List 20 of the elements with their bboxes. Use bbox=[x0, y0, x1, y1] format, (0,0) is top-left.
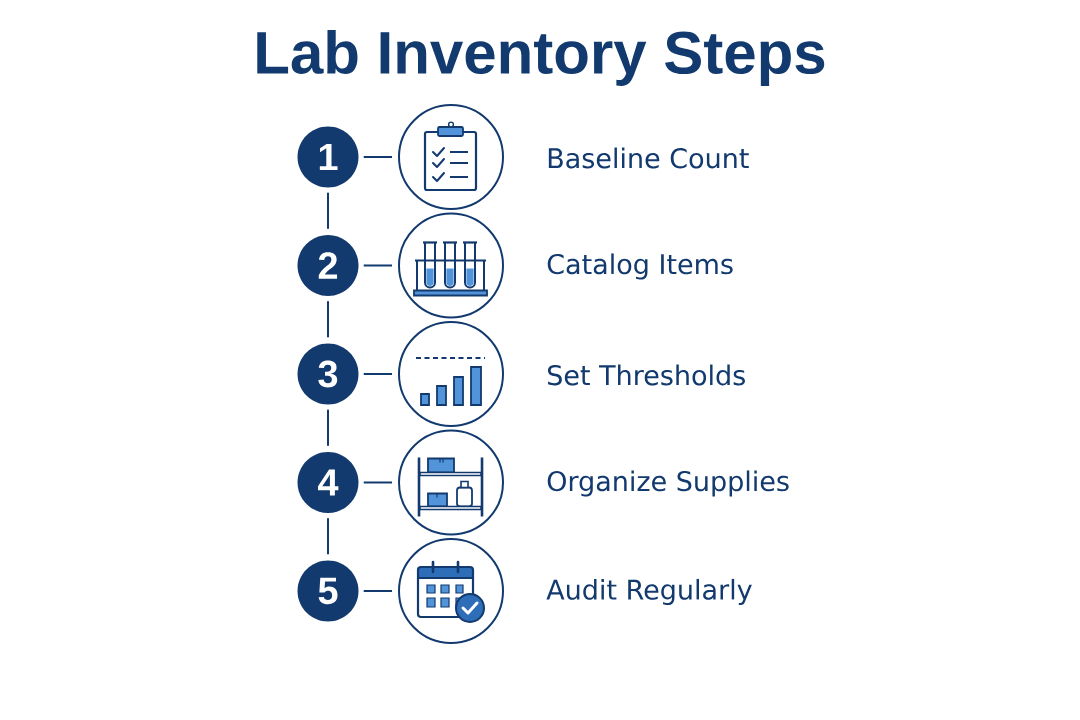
step-number: 3 bbox=[297, 343, 359, 405]
connector-line bbox=[362, 590, 393, 592]
connector-line bbox=[327, 517, 329, 556]
connector-line bbox=[327, 191, 329, 230]
title: Lab Inventory Steps bbox=[257, 30, 825, 86]
connector-line bbox=[362, 156, 393, 158]
connector-line bbox=[327, 300, 329, 339]
step-label: Catalog Items bbox=[547, 253, 733, 280]
connector-line bbox=[327, 408, 329, 447]
step-label: Organize Supplies bbox=[547, 470, 789, 497]
step-label: Baseline Count bbox=[548, 147, 749, 169]
step-label: Set Thresholds bbox=[548, 364, 745, 386]
connector-line bbox=[362, 373, 393, 375]
connector-line bbox=[362, 264, 393, 267]
step-label: Audit Regularly bbox=[546, 578, 752, 606]
step-number: 5 bbox=[297, 560, 359, 622]
step-number: 1 bbox=[297, 126, 359, 188]
step-number: 4 bbox=[297, 452, 359, 513]
connector-line bbox=[362, 481, 393, 484]
step-number: 2 bbox=[297, 235, 359, 296]
